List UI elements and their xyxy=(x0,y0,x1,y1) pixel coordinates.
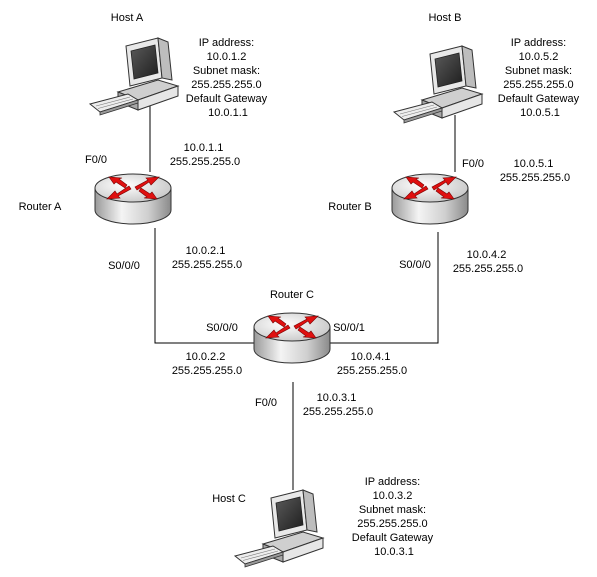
router-b-f00-address: 10.0.5.1 255.255.255.0 xyxy=(500,158,570,184)
router-b: Router B F0/0 10.0.5.1 255.255.255.0 S0/… xyxy=(328,158,570,275)
router-c-f00-address: 10.0.3.1 255.255.255.0 xyxy=(303,392,373,418)
router-c-s000-address: 10.0.2.2 255.255.255.0 xyxy=(172,351,242,377)
link-routera-routerc xyxy=(154,228,258,344)
router-c-s001-port: S0/0/1 xyxy=(333,322,365,334)
router-a-s000-port: S0/0/0 xyxy=(108,260,140,272)
router-c-f00-port: F0/0 xyxy=(255,397,277,409)
router-b-s000-port: S0/0/0 xyxy=(399,259,431,271)
host-c-label: Host C xyxy=(212,493,246,505)
router-b-s000-address: 10.0.4.2 255.255.255.0 xyxy=(453,249,523,275)
host-a-label: Host A xyxy=(111,12,144,24)
router-b-label: Router B xyxy=(328,201,371,213)
computer-icon xyxy=(89,37,179,116)
host-b-label: Host B xyxy=(428,12,461,24)
computer-icon xyxy=(393,45,483,124)
router-c-label: Router C xyxy=(270,289,314,301)
router-a-f00-port: F0/0 xyxy=(85,154,107,166)
host-a: Host A IP address: 10.0.1.2 Subnet mask:… xyxy=(89,12,270,119)
router-c: Router C S0/0/0 10.0.2.2 255.255.255.0 S… xyxy=(172,289,407,418)
router-a-f00-address: 10.0.1.1 255.255.255.0 xyxy=(170,142,240,168)
router-a-label: Router A xyxy=(19,201,62,213)
computer-icon xyxy=(234,489,324,568)
router-a-s000-address: 10.0.2.1 255.255.255.0 xyxy=(172,245,242,271)
host-c-info: IP address: 10.0.3.2 Subnet mask: 255.25… xyxy=(352,476,436,558)
link-routerb-routerc xyxy=(325,232,439,344)
router-c-s001-address: 10.0.4.1 255.255.255.0 xyxy=(337,351,407,377)
router-c-s000-port: S0/0/0 xyxy=(206,322,238,334)
host-c: Host C IP address: 10.0.3.2 Subnet mask:… xyxy=(212,476,436,568)
host-b: Host B IP address: 10.0.5.2 Subnet mask:… xyxy=(393,12,582,124)
router-icon xyxy=(253,312,331,364)
router-icon xyxy=(391,173,469,225)
router-b-f00-port: F0/0 xyxy=(462,158,484,170)
host-b-info: IP address: 10.0.5.2 Subnet mask: 255.25… xyxy=(498,37,582,119)
host-a-info: IP address: 10.0.1.2 Subnet mask: 255.25… xyxy=(186,37,270,119)
router-a: Router A F0/0 10.0.1.1 255.255.255.0 S0/… xyxy=(19,142,243,272)
router-icon xyxy=(94,173,172,225)
network-links xyxy=(149,105,456,490)
